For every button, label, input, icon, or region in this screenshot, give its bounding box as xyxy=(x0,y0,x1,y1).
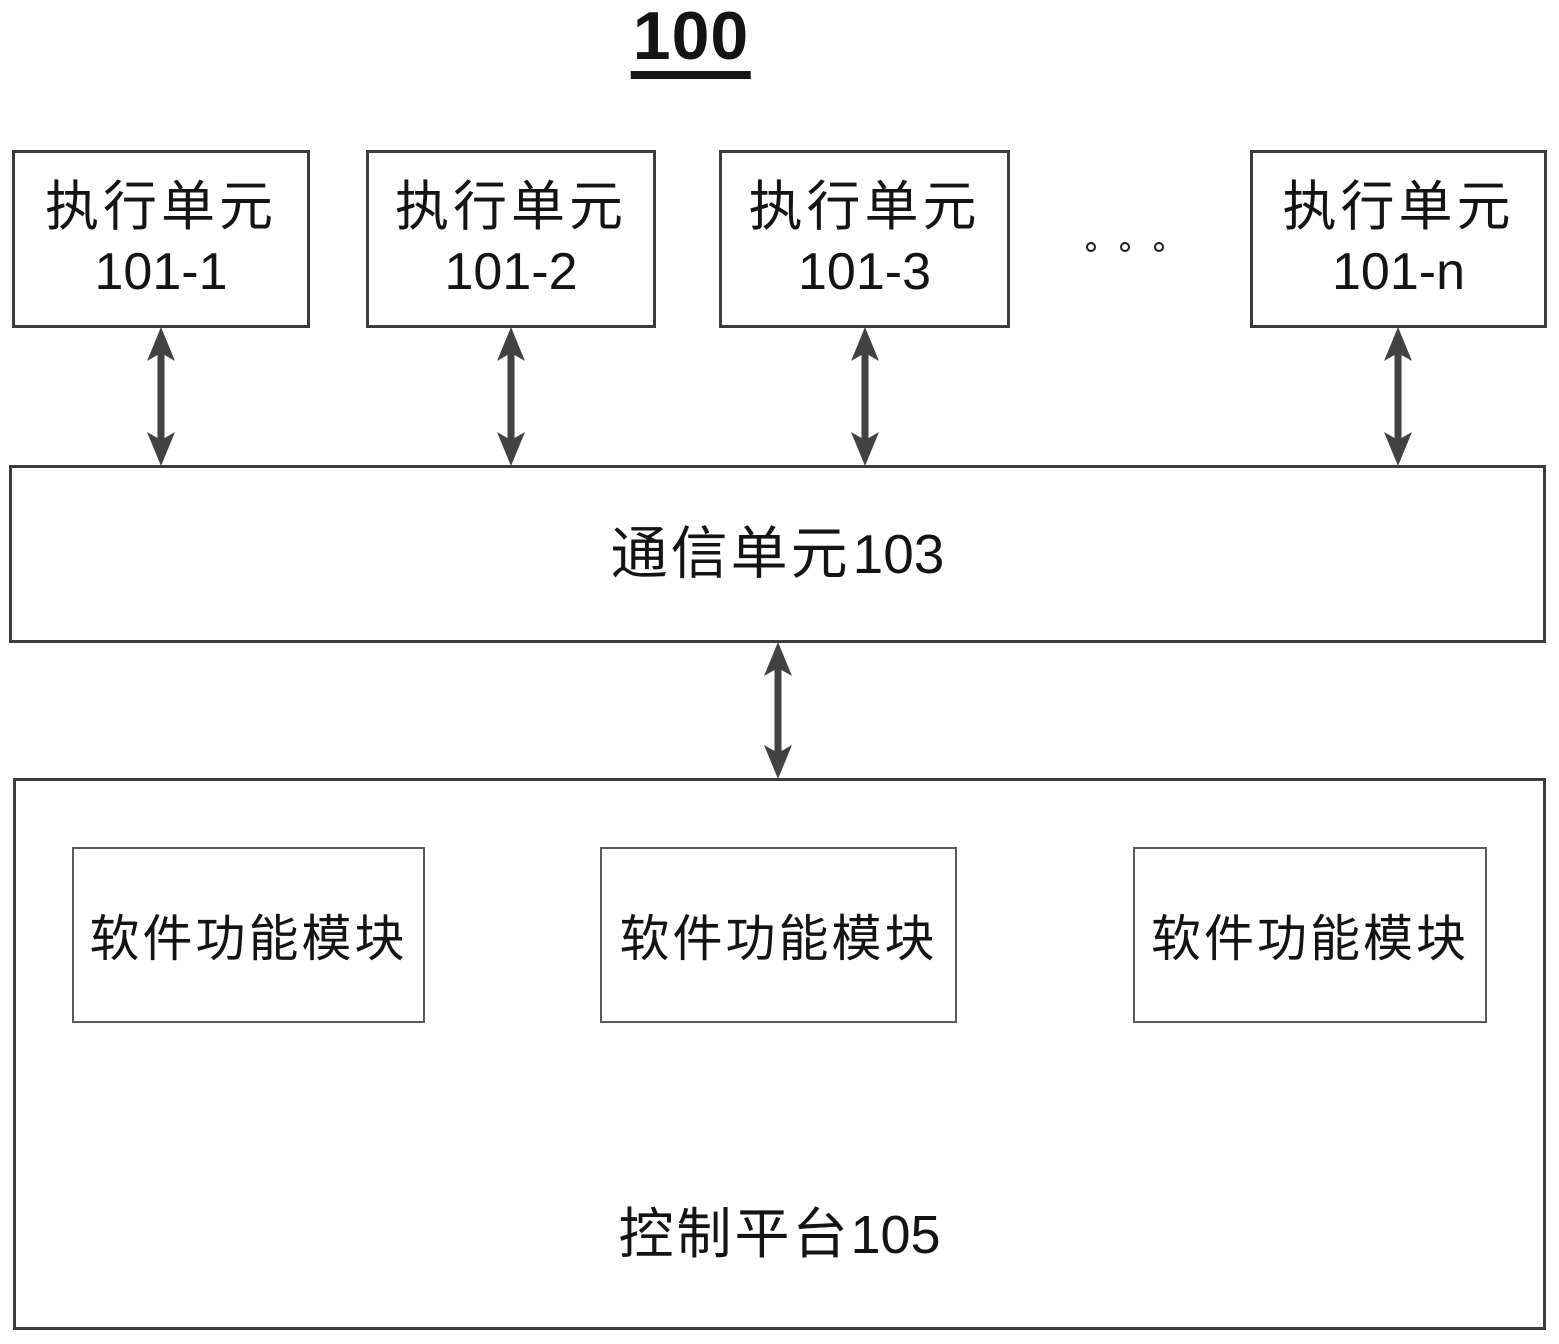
execution-unit-name: 执行单元 xyxy=(1282,177,1515,237)
execution-unit-ref: 101-1 xyxy=(94,243,228,301)
double-arrow-icon xyxy=(495,327,527,466)
software-module-label: 软件功能模块 xyxy=(89,911,408,967)
execution-unit-name: 执行单元 xyxy=(45,177,277,237)
software-module-label: 软件功能模块 xyxy=(619,911,938,967)
control-platform-label: 控制平台105 xyxy=(13,1207,1546,1262)
communication-unit-name: 通信单元 xyxy=(610,522,851,586)
dot-icon xyxy=(1154,242,1164,252)
double-arrow-icon xyxy=(145,327,177,466)
control-platform-ref: 105 xyxy=(850,1205,941,1265)
execution-unit-ref: 101-n xyxy=(1332,243,1465,301)
double-arrow-icon xyxy=(849,327,881,466)
execution-unit-name: 执行单元 xyxy=(395,177,627,237)
ellipsis-dots xyxy=(1086,242,1164,252)
execution-unit-name: 执行单元 xyxy=(748,177,981,237)
dot-icon xyxy=(1086,242,1096,252)
dot-icon xyxy=(1120,242,1130,252)
control-platform-name: 控制平台 xyxy=(618,1204,851,1265)
double-arrow-icon xyxy=(762,642,794,779)
software-module-box-3: 软件功能模块 xyxy=(1133,847,1487,1023)
execution-unit-ref: 101-2 xyxy=(444,243,578,301)
communication-unit-ref: 103 xyxy=(852,522,945,585)
execution-unit-box-2: 执行单元 101-2 xyxy=(366,150,656,328)
execution-unit-box-3: 执行单元 101-3 xyxy=(719,150,1010,328)
software-module-label: 软件功能模块 xyxy=(1151,911,1469,967)
double-arrow-icon xyxy=(1382,327,1414,466)
execution-unit-ref: 101-3 xyxy=(798,243,931,301)
execution-unit-box-1: 执行单元 101-1 xyxy=(12,150,310,328)
execution-unit-box-n: 执行单元 101-n xyxy=(1250,150,1547,328)
software-module-box-1: 软件功能模块 xyxy=(72,847,425,1023)
software-module-box-2: 软件功能模块 xyxy=(600,847,957,1023)
figure-number-label: 100 xyxy=(630,2,752,79)
